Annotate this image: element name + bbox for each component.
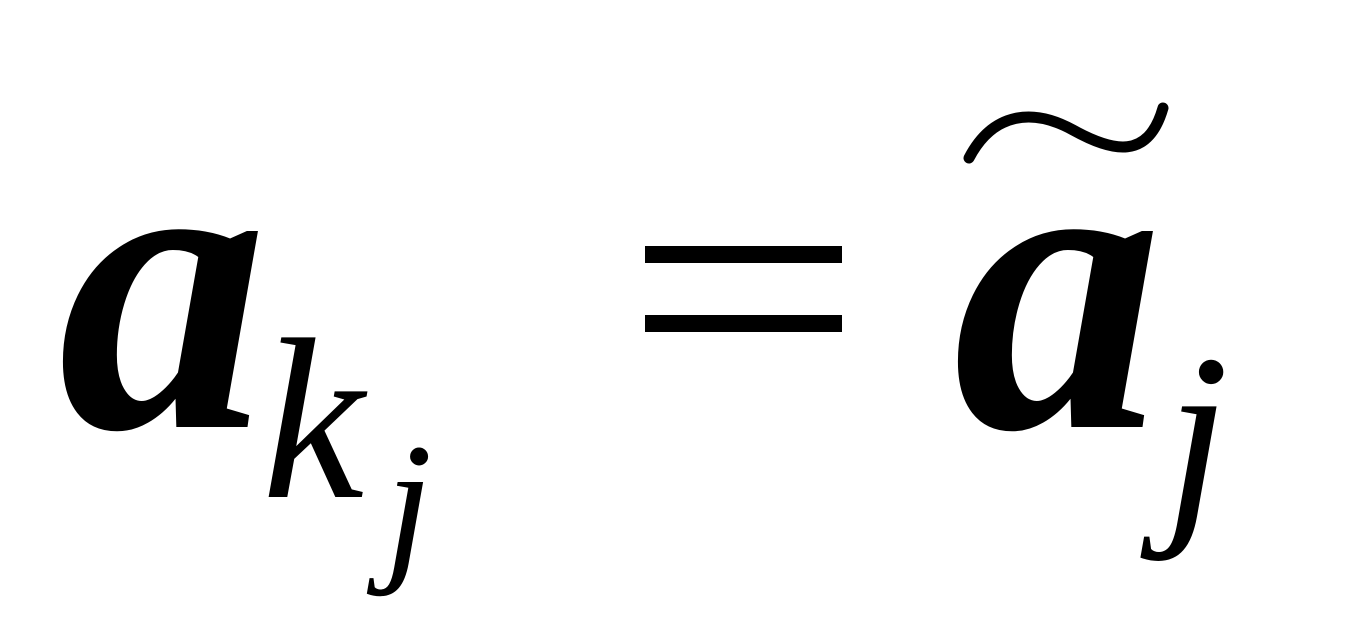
equals-sign-bottom-bar: [645, 315, 842, 332]
rhs-subscript: j: [1165, 307, 1229, 562]
equals-sign-top-bar: [645, 246, 842, 263]
lhs-sub-subscript: j: [385, 409, 433, 597]
tilde-accent-icon: [963, 102, 1169, 164]
lhs-variable: a: [58, 53, 268, 518]
lhs-subscript: k: [262, 292, 365, 547]
rhs-variable: a: [953, 53, 1163, 518]
